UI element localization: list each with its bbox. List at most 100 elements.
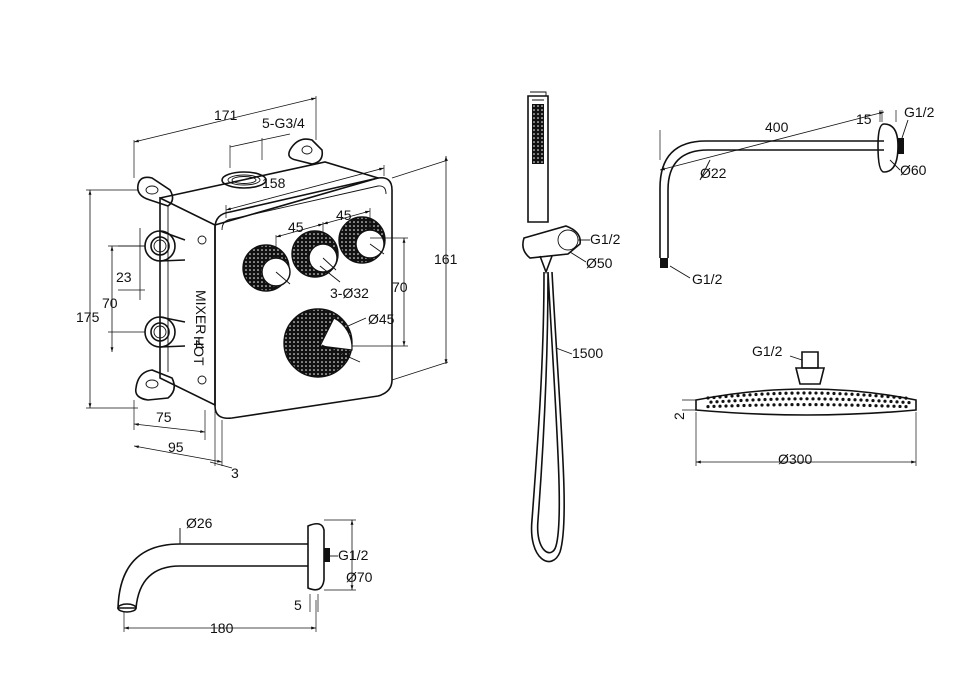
nozzle-dot (850, 403, 854, 407)
dim-spout-thread: G1/2 (338, 547, 369, 563)
nozzle-dot (883, 399, 887, 403)
dim-spout-tube-dia: Ø26 (186, 515, 213, 531)
nozzle-dot (727, 399, 731, 403)
nozzle-dot (898, 396, 902, 400)
nozzle-dot (784, 391, 788, 395)
nozzle-dot (862, 403, 866, 407)
arm-wall-thread (898, 138, 904, 154)
hand-shower-handle (527, 95, 549, 223)
nozzle-dot (865, 398, 869, 402)
nozzle-dot (808, 391, 812, 395)
nozzle-dot (808, 403, 812, 407)
nozzle-dot (844, 392, 848, 396)
knob-1[interactable] (242, 244, 291, 292)
nozzle-dot (718, 395, 722, 399)
head-nozzles (706, 391, 911, 409)
nozzle-dot (838, 403, 842, 407)
dim-spout-flange-dia: Ø70 (346, 569, 373, 585)
nozzle-dot (730, 394, 734, 398)
nozzle-dot (895, 400, 899, 404)
nozzle-dot (823, 397, 827, 401)
nozzle-dot (868, 393, 872, 397)
nozzle-dot (802, 391, 806, 395)
nozzle-dot (856, 403, 860, 407)
nozzle-dot (886, 404, 890, 408)
screw (197, 235, 207, 245)
nozzle-dot (787, 397, 791, 401)
nozzle-dot (892, 395, 896, 399)
nozzle-dot (760, 392, 764, 396)
nozzle-dot (769, 397, 773, 401)
nozzle-dot (814, 391, 818, 395)
spout-flange (307, 522, 325, 591)
nozzle-dot (904, 405, 908, 409)
main-knob[interactable] (283, 308, 361, 378)
nozzle-dot (811, 397, 815, 401)
nozzle-dot (766, 403, 770, 407)
nozzle-dot (802, 403, 806, 407)
nozzle-dot (733, 399, 737, 403)
dim-hose-length: 1500 (572, 345, 603, 361)
dim-plate-height: 161 (434, 251, 458, 267)
nozzle-dot (712, 404, 716, 408)
nozzle-dot (826, 403, 830, 407)
valve-box-view: MIXER ⊿ HOT 171 (76, 96, 458, 481)
knob-3[interactable] (338, 216, 386, 264)
dim-head-thickness: 2 (671, 412, 687, 420)
nozzle-dot (724, 394, 728, 399)
dim-small-knobs: 3-Ø32 (330, 285, 369, 301)
nozzle-dot (853, 398, 857, 402)
nozzle-dot (724, 404, 728, 408)
inlet-cold (144, 316, 186, 348)
nozzle-dot (838, 392, 842, 396)
nozzle-dot (706, 396, 710, 400)
nozzle-dot (790, 391, 794, 395)
nozzle-dot (892, 404, 896, 408)
screw (197, 375, 207, 385)
dim-arm-tube-dia: Ø22 (700, 165, 727, 181)
nozzle-dot (742, 393, 746, 397)
dim-valve-width: 171 (214, 107, 238, 123)
nozzle-dot (712, 395, 716, 400)
nozzle-dot (730, 404, 734, 408)
nozzle-dot (742, 403, 746, 408)
nozzle-dot (805, 397, 809, 401)
nozzle-dot (772, 403, 776, 407)
dim-valve-outlets: 5-G3/4 (262, 115, 305, 131)
nozzle-dot (886, 395, 890, 399)
shower-arm-tube (659, 140, 884, 258)
nozzle-dot (796, 403, 800, 407)
hot-label: HOT (191, 336, 207, 366)
mounting-ear-bottom-left (134, 369, 176, 401)
nozzle-dot (706, 404, 710, 409)
nozzle-dot (799, 397, 803, 401)
nozzle-dot (757, 398, 761, 402)
nozzle-dot (850, 392, 854, 396)
nozzle-dot (718, 404, 722, 408)
nozzle-dot (856, 392, 860, 397)
nozzle-dot (766, 392, 770, 396)
nozzle-dot (862, 393, 866, 397)
nozzle-dot (817, 397, 821, 401)
dim-hand-connection: G1/2 (590, 231, 621, 247)
nozzle-dot (721, 399, 725, 404)
dim-head-connection: G1/2 (752, 343, 783, 359)
knob-2[interactable] (291, 230, 339, 278)
dim-head-diameter: Ø300 (778, 451, 812, 467)
valve-print: MIXER ⊿ (193, 290, 209, 350)
hand-shower-view: G1/2 Ø50 1500 (522, 91, 621, 563)
nozzle-dot (871, 398, 875, 403)
dim-hand-holder-dia: Ø50 (586, 255, 613, 271)
nozzle-dot (880, 404, 884, 408)
nozzle-dot (901, 400, 905, 404)
nozzle-dot (898, 404, 902, 409)
bath-spout-view: Ø26 G1/2 Ø70 5 180 (117, 515, 373, 636)
dim-arm-thread-wall: G1/2 (904, 104, 935, 120)
dim-main-knob: Ø45 (368, 311, 395, 327)
nozzle-dot (736, 404, 740, 408)
dim-plate-width: 158 (262, 175, 286, 191)
head-plate (695, 388, 917, 416)
nozzle-dot (754, 392, 758, 397)
shower-head-view: G1/2 2 Ø300 (671, 343, 917, 467)
